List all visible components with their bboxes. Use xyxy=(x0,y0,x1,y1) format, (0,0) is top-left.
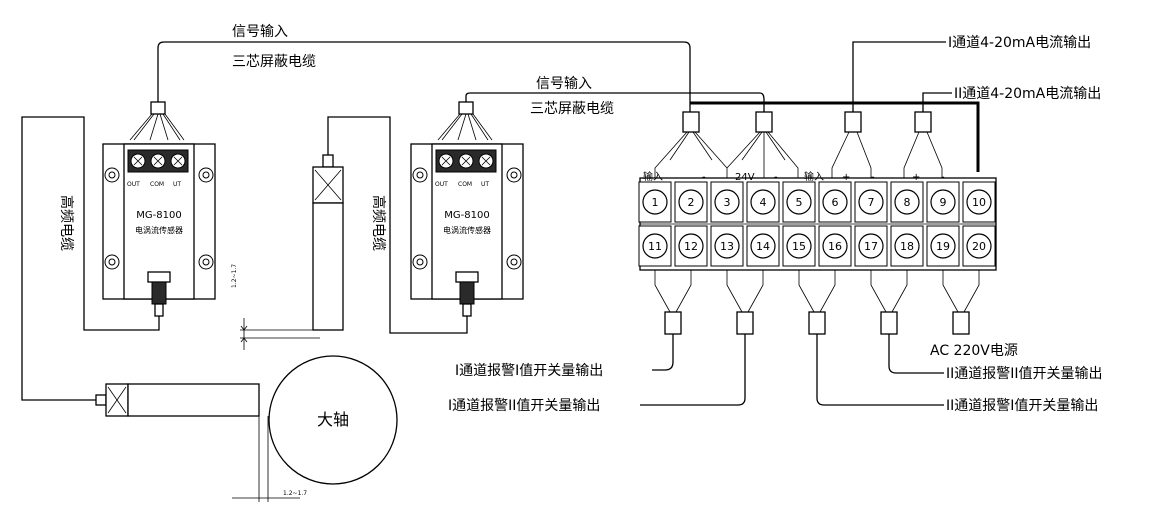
terminal-1: 1 xyxy=(638,181,672,223)
terminal-number: 1 xyxy=(652,196,659,209)
terminal-20: 20 xyxy=(962,225,996,267)
terminal-number: 3 xyxy=(724,196,731,209)
sensor-module-2: OUT COM UT MG-8100 电涡流传感器 xyxy=(410,101,524,317)
three-core-cable-label-1: 三芯屏蔽电缆 xyxy=(232,54,316,70)
terminal-4: 4 xyxy=(746,181,780,223)
terminal-16: 16 xyxy=(818,225,852,267)
sensor-1-pin-com: COM xyxy=(150,181,164,188)
terminal-18: 18 xyxy=(890,225,924,267)
three-core-cable-label-2: 三芯屏蔽电缆 xyxy=(530,101,614,117)
terminal-14: 14 xyxy=(746,225,780,267)
signal-cable-1 xyxy=(157,41,691,112)
terminal-number: 15 xyxy=(792,240,806,253)
ch2-current-lead xyxy=(922,92,952,112)
sensor-2-name: 电涡流传感器 xyxy=(443,225,491,235)
terminal-9: 9 xyxy=(926,181,960,223)
top-connectors xyxy=(654,111,943,178)
sensor-1-model: MG-8100 xyxy=(136,210,181,221)
terminal-number: 14 xyxy=(756,240,770,253)
sensor-1-pin-ut: UT xyxy=(173,181,181,188)
label-minus-3: - xyxy=(871,172,875,183)
probe-horizontal xyxy=(95,383,260,417)
label-plus-1: + xyxy=(842,172,850,183)
terminal-15: 15 xyxy=(782,225,816,267)
terminal-number: 5 xyxy=(796,196,803,209)
terminal-number: 13 xyxy=(720,240,734,253)
probe-vertical xyxy=(312,154,344,331)
ch2-alarm2-lead xyxy=(888,334,944,374)
terminal-8: 8 xyxy=(890,181,924,223)
ch1-current-lead xyxy=(852,41,946,112)
terminal-12: 12 xyxy=(674,225,708,267)
label-minus-4: - xyxy=(941,172,945,183)
terminal-number: 4 xyxy=(760,196,767,209)
terminal-7: 7 xyxy=(854,181,888,223)
sensor-2-pin-ut: UT xyxy=(481,181,489,188)
label-input-2: 输入 xyxy=(804,170,824,183)
terminal-number: 19 xyxy=(936,240,950,253)
ch1-alarm1-lead xyxy=(652,334,674,371)
gap-dimension-horizontal: 1.2~1.7 xyxy=(232,416,307,502)
terminal-3: 3 xyxy=(710,181,744,223)
ground-line xyxy=(690,101,980,172)
label-minus-2: - xyxy=(774,172,778,183)
hf-cable-1 xyxy=(21,116,160,401)
terminal-number: 18 xyxy=(900,240,914,253)
ch2-alarm1-label: II通道报警I值开关量输出 xyxy=(946,398,1098,414)
shaft xyxy=(268,355,398,485)
gap-label-vertical: 1.2~1.7 xyxy=(231,264,238,288)
bottom-connectors xyxy=(654,270,980,335)
sensor-2-pin-com: COM xyxy=(458,181,472,188)
label-input-1: 输入 xyxy=(643,170,663,183)
signal-cable-2 xyxy=(465,92,765,112)
terminal-5: 5 xyxy=(782,181,816,223)
hf-cable-2 xyxy=(327,116,468,334)
ch2-alarm1-lead xyxy=(816,334,944,406)
terminal-13: 13 xyxy=(710,225,744,267)
terminal-number: 17 xyxy=(864,240,878,253)
signal-input-label-1: 信号输入 xyxy=(232,24,288,40)
sensor-module-1: OUT COM UT MG-8100 电涡流传感器 xyxy=(102,101,216,317)
terminal-17: 17 xyxy=(854,225,888,267)
gap-dimension-vertical: 1.2~1.7 xyxy=(231,264,320,350)
ch2-alarm2-label: II通道报警II值开关量输出 xyxy=(946,366,1103,382)
terminal-10: 10 xyxy=(962,181,996,223)
sensor-1-pin-out: OUT xyxy=(127,181,140,188)
terminal-number: 11 xyxy=(648,240,662,253)
terminal-number: 20 xyxy=(972,240,986,253)
hf-cable-label-2: 高频电缆 xyxy=(370,195,387,251)
hf-cable-label-1: 高频电缆 xyxy=(58,195,75,251)
terminal-number: 6 xyxy=(832,196,839,209)
terminal-19: 19 xyxy=(926,225,960,267)
terminal-number: 7 xyxy=(868,196,875,209)
power-label: AC 220V电源 xyxy=(930,343,1018,359)
gap-label-horizontal: 1.2~1.7 xyxy=(283,490,307,497)
ch1-alarm2-label: I通道报警II值开关量输出 xyxy=(448,398,600,414)
label-plus-2: + xyxy=(912,172,920,183)
terminal-number: 2 xyxy=(688,196,695,209)
terminal-6: 6 xyxy=(818,181,852,223)
terminal-number: 12 xyxy=(684,240,698,253)
terminal-number: 10 xyxy=(972,196,986,209)
terminal-number: 8 xyxy=(904,196,911,209)
sensor-2-pin-out: OUT xyxy=(435,181,448,188)
terminal-number: 9 xyxy=(940,196,947,209)
terminal-2: 2 xyxy=(674,181,708,223)
sensor-1-name: 电涡流传感器 xyxy=(135,225,183,235)
label-24v: 24V xyxy=(735,172,755,183)
sensor-2-model: MG-8100 xyxy=(444,210,489,221)
ch1-alarm2-lead xyxy=(640,334,746,406)
label-minus-1: - xyxy=(702,172,706,183)
shaft-label: 大轴 xyxy=(317,410,349,429)
signal-input-label-2: 信号输入 xyxy=(536,76,592,92)
ch1-alarm1-label: I通道报警I值开关量输出 xyxy=(455,363,603,379)
ch2-current-output-label: II通道4-20mA电流输出 xyxy=(954,86,1101,102)
terminal-number: 16 xyxy=(828,240,842,253)
ch1-current-output-label: I通道4-20mA电流输出 xyxy=(948,35,1091,51)
terminal-11: 11 xyxy=(638,225,672,267)
